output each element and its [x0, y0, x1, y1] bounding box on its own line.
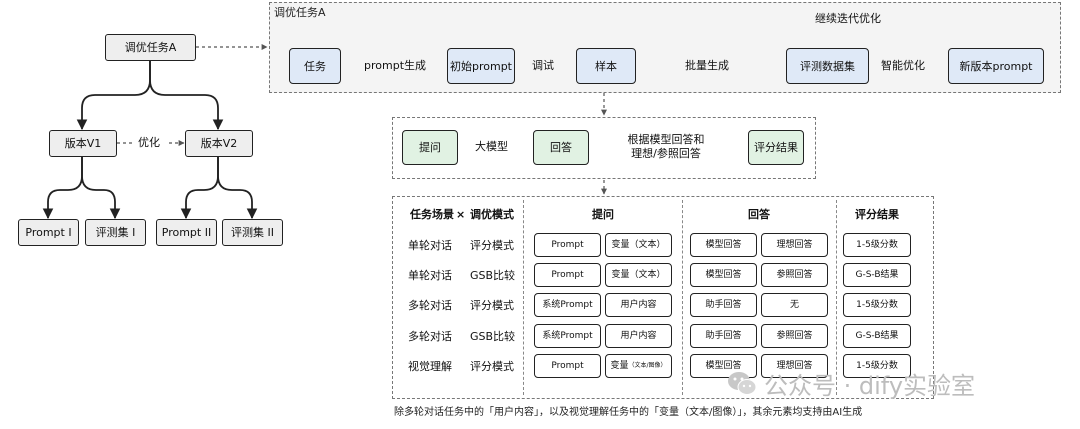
eval-label-model: 大模型 [475, 140, 508, 153]
matrix-row3-a1: 助手回答 [690, 293, 757, 317]
pipeline-panel: 调优任务A [269, 2, 1061, 93]
tree-edge-v2-eval2 [217, 157, 258, 220]
matrix-row5-q2: 变量 （文本/图像） [605, 354, 672, 378]
evaluation-panel [392, 117, 816, 179]
matrix-header-mode: 调优模式 [470, 208, 514, 221]
tree-edge-v1-prompt1 [42, 157, 83, 220]
matrix-row5-q1: Prompt [534, 354, 601, 378]
pipeline-edge-label-batch: 批量生成 [685, 59, 729, 72]
watermark-text: 公众号 · dify实验室 [764, 372, 976, 400]
pipeline-node-sample: 样本 [576, 48, 636, 84]
matrix-row1-mode: 评分模式 [470, 239, 514, 252]
matrix-footnote: 除多轮对话任务中的「用户内容」，以及视觉理解任务中的「变量（文本/图像）」，其余… [394, 407, 863, 418]
matrix-row2-a1: 模型回答 [690, 263, 757, 287]
tree-root-task: 调优任务A [105, 34, 196, 61]
matrix-row4-q1: 系统Prompt [534, 324, 601, 348]
eval-node-result: 评分结果 [748, 130, 804, 165]
pipeline-edge-label-smart: 智能优化 [881, 59, 925, 72]
matrix-row3-result: 1-5级分数 [843, 293, 911, 317]
tree-leaf-eval1: 评测集 I [85, 219, 146, 246]
eval-node-answer: 回答 [533, 130, 589, 165]
matrix-row3-q1: 系统Prompt [534, 293, 601, 317]
matrix-row1-a1: 模型回答 [690, 233, 757, 257]
tree-optimize-label: 优化 [138, 136, 160, 149]
matrix-row2-q1: Prompt [534, 263, 601, 287]
matrix-row3-a2: 无 [761, 293, 828, 317]
matrix-header-scene: 任务场景 [410, 208, 454, 221]
matrix-row2-result: G-S-B结果 [843, 263, 911, 287]
matrix-row5-scene: 视觉理解 [408, 360, 452, 373]
matrix-row4-a1: 助手回答 [690, 324, 757, 348]
matrix-row2-a2: 参照回答 [761, 263, 828, 287]
matrix-row1-scene: 单轮对话 [408, 239, 452, 252]
matrix-row5-q2-note: （文本/图像） [628, 362, 667, 369]
tree-leaf-prompt1: Prompt I [18, 219, 79, 246]
eval-criteria-line1: 根据模型回答和 [627, 133, 705, 146]
pipeline-node-initial-prompt: 初始prompt [447, 48, 515, 84]
matrix-row5-q2-main: 变量 [610, 360, 629, 371]
matrix-row4-a2: 参照回答 [761, 324, 828, 348]
matrix-row2-scene: 单轮对话 [408, 269, 452, 282]
matrix-row4-mode: GSB比较 [470, 330, 516, 343]
pipeline-edge-label-debug: 调试 [532, 59, 554, 72]
matrix-row3-q2: 用户内容 [605, 293, 672, 317]
matrix-header-result: 评分结果 [855, 208, 899, 221]
pipeline-loop-label: 继续迭代优化 [815, 12, 881, 25]
tree-leaf-eval2: 评测集 II [222, 219, 283, 246]
pipeline-node-task: 任务 [289, 48, 341, 84]
matrix-header-question: 提问 [592, 208, 614, 221]
matrix-row4-result: G-S-B结果 [843, 324, 911, 348]
matrix-row3-scene: 多轮对话 [408, 299, 452, 312]
matrix-row1-result: 1-5级分数 [843, 233, 911, 257]
matrix-row2-q2: 变量（文本） [605, 263, 672, 287]
matrix-header-x: × [456, 208, 466, 221]
matrix-row3-mode: 评分模式 [470, 299, 514, 312]
eval-label-criteria: 根据模型回答和 理想/参照回答 [628, 133, 705, 161]
matrix-row5-mode: 评分模式 [470, 360, 514, 373]
tree-edge-root-v1 [76, 61, 151, 131]
eval-criteria-line2: 理想/参照回答 [631, 147, 701, 160]
matrix-divider-2 [682, 200, 683, 395]
matrix-row1-a2: 理想回答 [761, 233, 828, 257]
matrix-row4-q2: 用户内容 [605, 324, 672, 348]
pipeline-node-eval-dataset: 评测数据集 [786, 48, 869, 84]
matrix-row4-scene: 多轮对话 [408, 330, 452, 343]
matrix-divider-1 [523, 200, 524, 395]
tree-edge-v1-eval1 [81, 157, 121, 220]
pipeline-node-new-prompt: 新版本prompt [948, 48, 1044, 84]
pipeline-panel-title: 调优任务A [274, 6, 326, 19]
tree-leaf-prompt2: Prompt II [156, 219, 217, 246]
matrix-divider-3 [836, 200, 837, 395]
wechat-icon [728, 371, 757, 395]
pipeline-edge-label-generate: prompt生成 [364, 59, 427, 72]
tree-edge-v2-prompt2 [180, 157, 219, 220]
tree-version-v1: 版本V1 [49, 130, 117, 157]
watermark: 公众号 · dify实验室 [726, 366, 975, 401]
matrix-row5-a2: 理想回答 [761, 354, 828, 378]
tree-version-v2: 版本V2 [185, 130, 253, 157]
matrix-header-answer: 回答 [748, 208, 770, 221]
matrix-row5-result: 1-5级分数 [843, 354, 911, 378]
matrix-row1-q1: Prompt [534, 233, 601, 257]
matrix-row2-mode: GSB比较 [470, 269, 516, 282]
eval-node-question: 提问 [402, 130, 458, 165]
tree-edge-root-v2 [149, 61, 224, 131]
matrix-row1-q2: 变量（文本） [605, 233, 672, 257]
